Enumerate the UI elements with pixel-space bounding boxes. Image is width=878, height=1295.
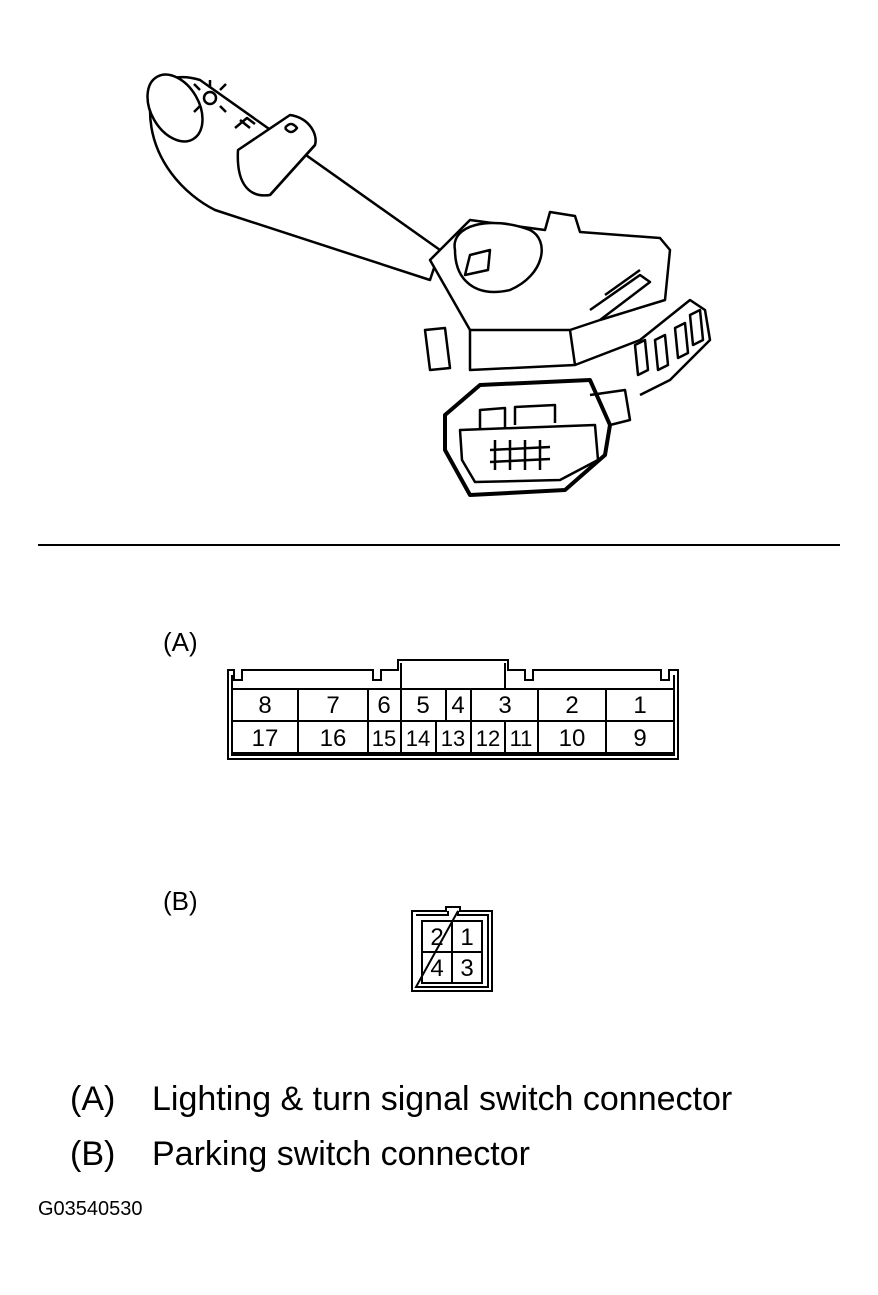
switch-illustration	[146, 73, 712, 497]
pin-a-3: 3	[498, 692, 511, 719]
pin-a-15: 15	[372, 726, 396, 751]
pin-b-3: 3	[460, 955, 473, 982]
legend-text-a: Lighting & turn signal switch connector	[152, 1080, 733, 1118]
pin-a-4: 4	[451, 692, 464, 719]
pin-a-13: 13	[441, 726, 465, 751]
pin-a-10: 10	[559, 725, 586, 752]
connector-b-label: (B)	[163, 886, 198, 916]
connector-b: 2 1 4 3	[411, 906, 493, 992]
pin-a-17: 17	[252, 725, 279, 752]
pin-a-11: 11	[510, 726, 533, 751]
pin-a-5: 5	[416, 692, 429, 719]
separator-line	[38, 544, 840, 546]
pin-b-1: 1	[460, 924, 473, 951]
pin-a-16: 16	[320, 725, 347, 752]
pin-b-4: 4	[430, 955, 443, 982]
pin-b-2: 2	[430, 924, 443, 951]
legend-key-b: (B)	[70, 1135, 116, 1173]
legend-key-a: (A)	[70, 1080, 116, 1118]
pin-a-12: 12	[476, 726, 500, 751]
legend-item-a: (A) Lighting & turn signal switch connect…	[70, 1080, 732, 1119]
pin-a-2: 2	[565, 692, 578, 719]
figure-code: G03540530	[38, 1198, 143, 1220]
legend-text-b: Parking switch connector	[152, 1135, 530, 1173]
pin-a-1: 1	[633, 692, 646, 719]
pin-a-6: 6	[377, 692, 390, 719]
pin-a-9: 9	[633, 725, 646, 752]
connector-a-label: (A)	[163, 627, 198, 657]
pin-a-14: 14	[406, 726, 430, 751]
pin-a-8: 8	[258, 692, 271, 719]
pin-a-7: 7	[326, 692, 339, 719]
connector-a: 8 7 6 5 4 3 2 1 17 16 15 14 13 12 11 10 …	[227, 659, 679, 760]
legend-item-b: (B) Parking switch connector	[70, 1135, 530, 1174]
